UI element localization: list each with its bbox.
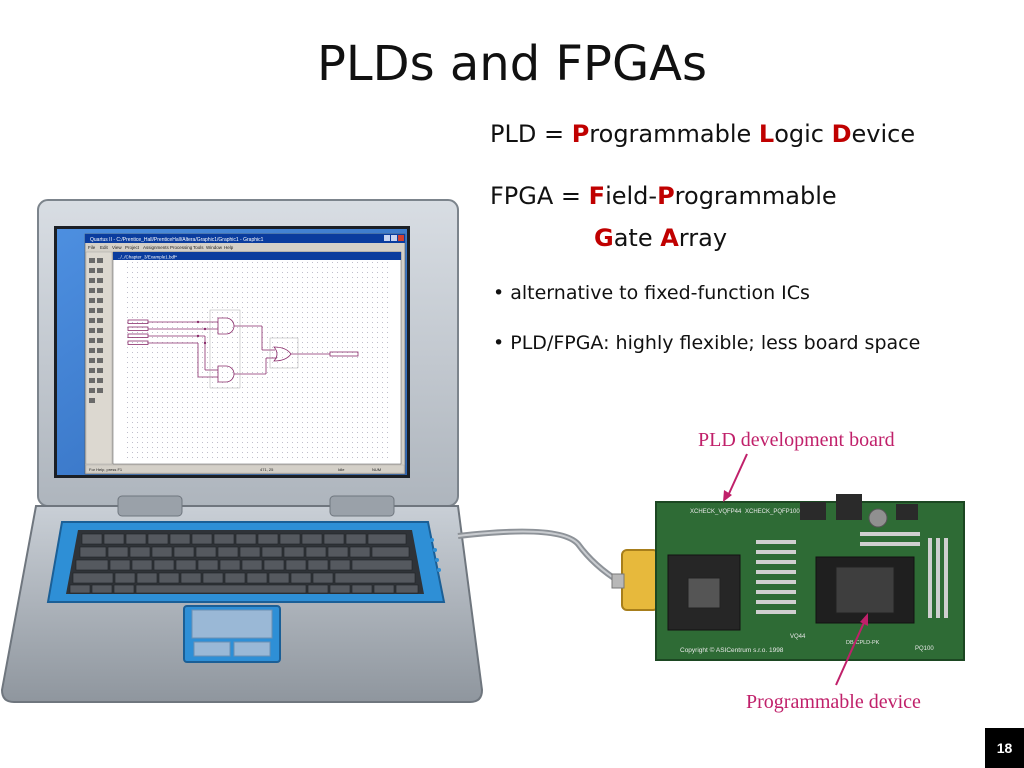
silk-pq: PQ100 [915, 646, 934, 652]
menu-file[interactable]: File [88, 245, 96, 250]
bullet-alternative: • alternative to fixed-function ICs [493, 282, 810, 304]
menu-processing[interactable]: Processing [170, 245, 193, 250]
touchpad-right-button[interactable] [233, 641, 271, 657]
bullet-flexible: • PLD/FPGA: highly flexible; less board … [493, 332, 921, 354]
silk-left: XCHECK_VQFP44 [690, 509, 742, 515]
status-num: NUM [372, 467, 381, 472]
menu-bar: File Edit View Project Assignments Proce… [88, 245, 234, 250]
silk-copyright: Copyright © ASICentrum s.r.o. 1998 [680, 646, 784, 654]
schematic-diagram [127, 309, 359, 389]
programmable-device-chip [835, 566, 895, 614]
silk-vq: VQ44 [790, 634, 806, 640]
menu-view[interactable]: View [112, 245, 122, 250]
touchpad[interactable] [191, 609, 273, 639]
fpga-definition-line2: Gate Array [594, 224, 728, 252]
device-label: Programmable device [746, 691, 921, 713]
silk-right: XCHECK_PQFP100 [745, 509, 800, 515]
status-mode: Idle [338, 467, 345, 472]
document-title: ../../Chapter_3/Example1.bdf* [118, 255, 177, 260]
pld-development-board: XCHECK_VQFP44 XCHECK_PQFP100 Copyright ©… [611, 494, 965, 661]
board-arrow [726, 453, 748, 499]
menu-help[interactable]: Help [224, 245, 234, 250]
status-coords: 471, 25 [260, 467, 274, 472]
laptop-and-board-figure: Quartus II - C:/Prentice_Hall/PrenticeHa… [0, 199, 965, 713]
board-label: PLD development board [698, 429, 895, 451]
laptop-base [0, 495, 484, 703]
quartus-window: Quartus II - C:/Prentice_Hall/PrenticeHa… [84, 233, 406, 475]
touchpad-left-button[interactable] [193, 641, 231, 657]
silk-mid: DB-CPLD-PK [846, 640, 880, 646]
device-arrow [835, 617, 867, 686]
menu-project[interactable]: Project [125, 245, 140, 250]
slide-title: PLDs and FPGAs [316, 36, 708, 92]
pld-definition: PLD = Programmable Logic Device [490, 120, 916, 148]
window-title: Quartus II - C:/Prentice_Hall/PrenticeHa… [90, 237, 264, 243]
fpga-definition-line1: FPGA = Field-Programmable [490, 182, 837, 210]
page-number: 18 [985, 728, 1024, 768]
menu-assignments[interactable]: Assignments [143, 245, 170, 250]
menu-tools[interactable]: Tools [193, 245, 204, 250]
cable [457, 528, 622, 585]
connector [621, 549, 659, 611]
menu-window[interactable]: Window [206, 245, 223, 250]
status-bar [85, 464, 405, 474]
menu-edit[interactable]: Edit [100, 245, 109, 250]
schematic-canvas[interactable] [124, 262, 392, 462]
status-help: For Help, press F1 [89, 467, 123, 472]
keyboard-keys [69, 533, 419, 594]
